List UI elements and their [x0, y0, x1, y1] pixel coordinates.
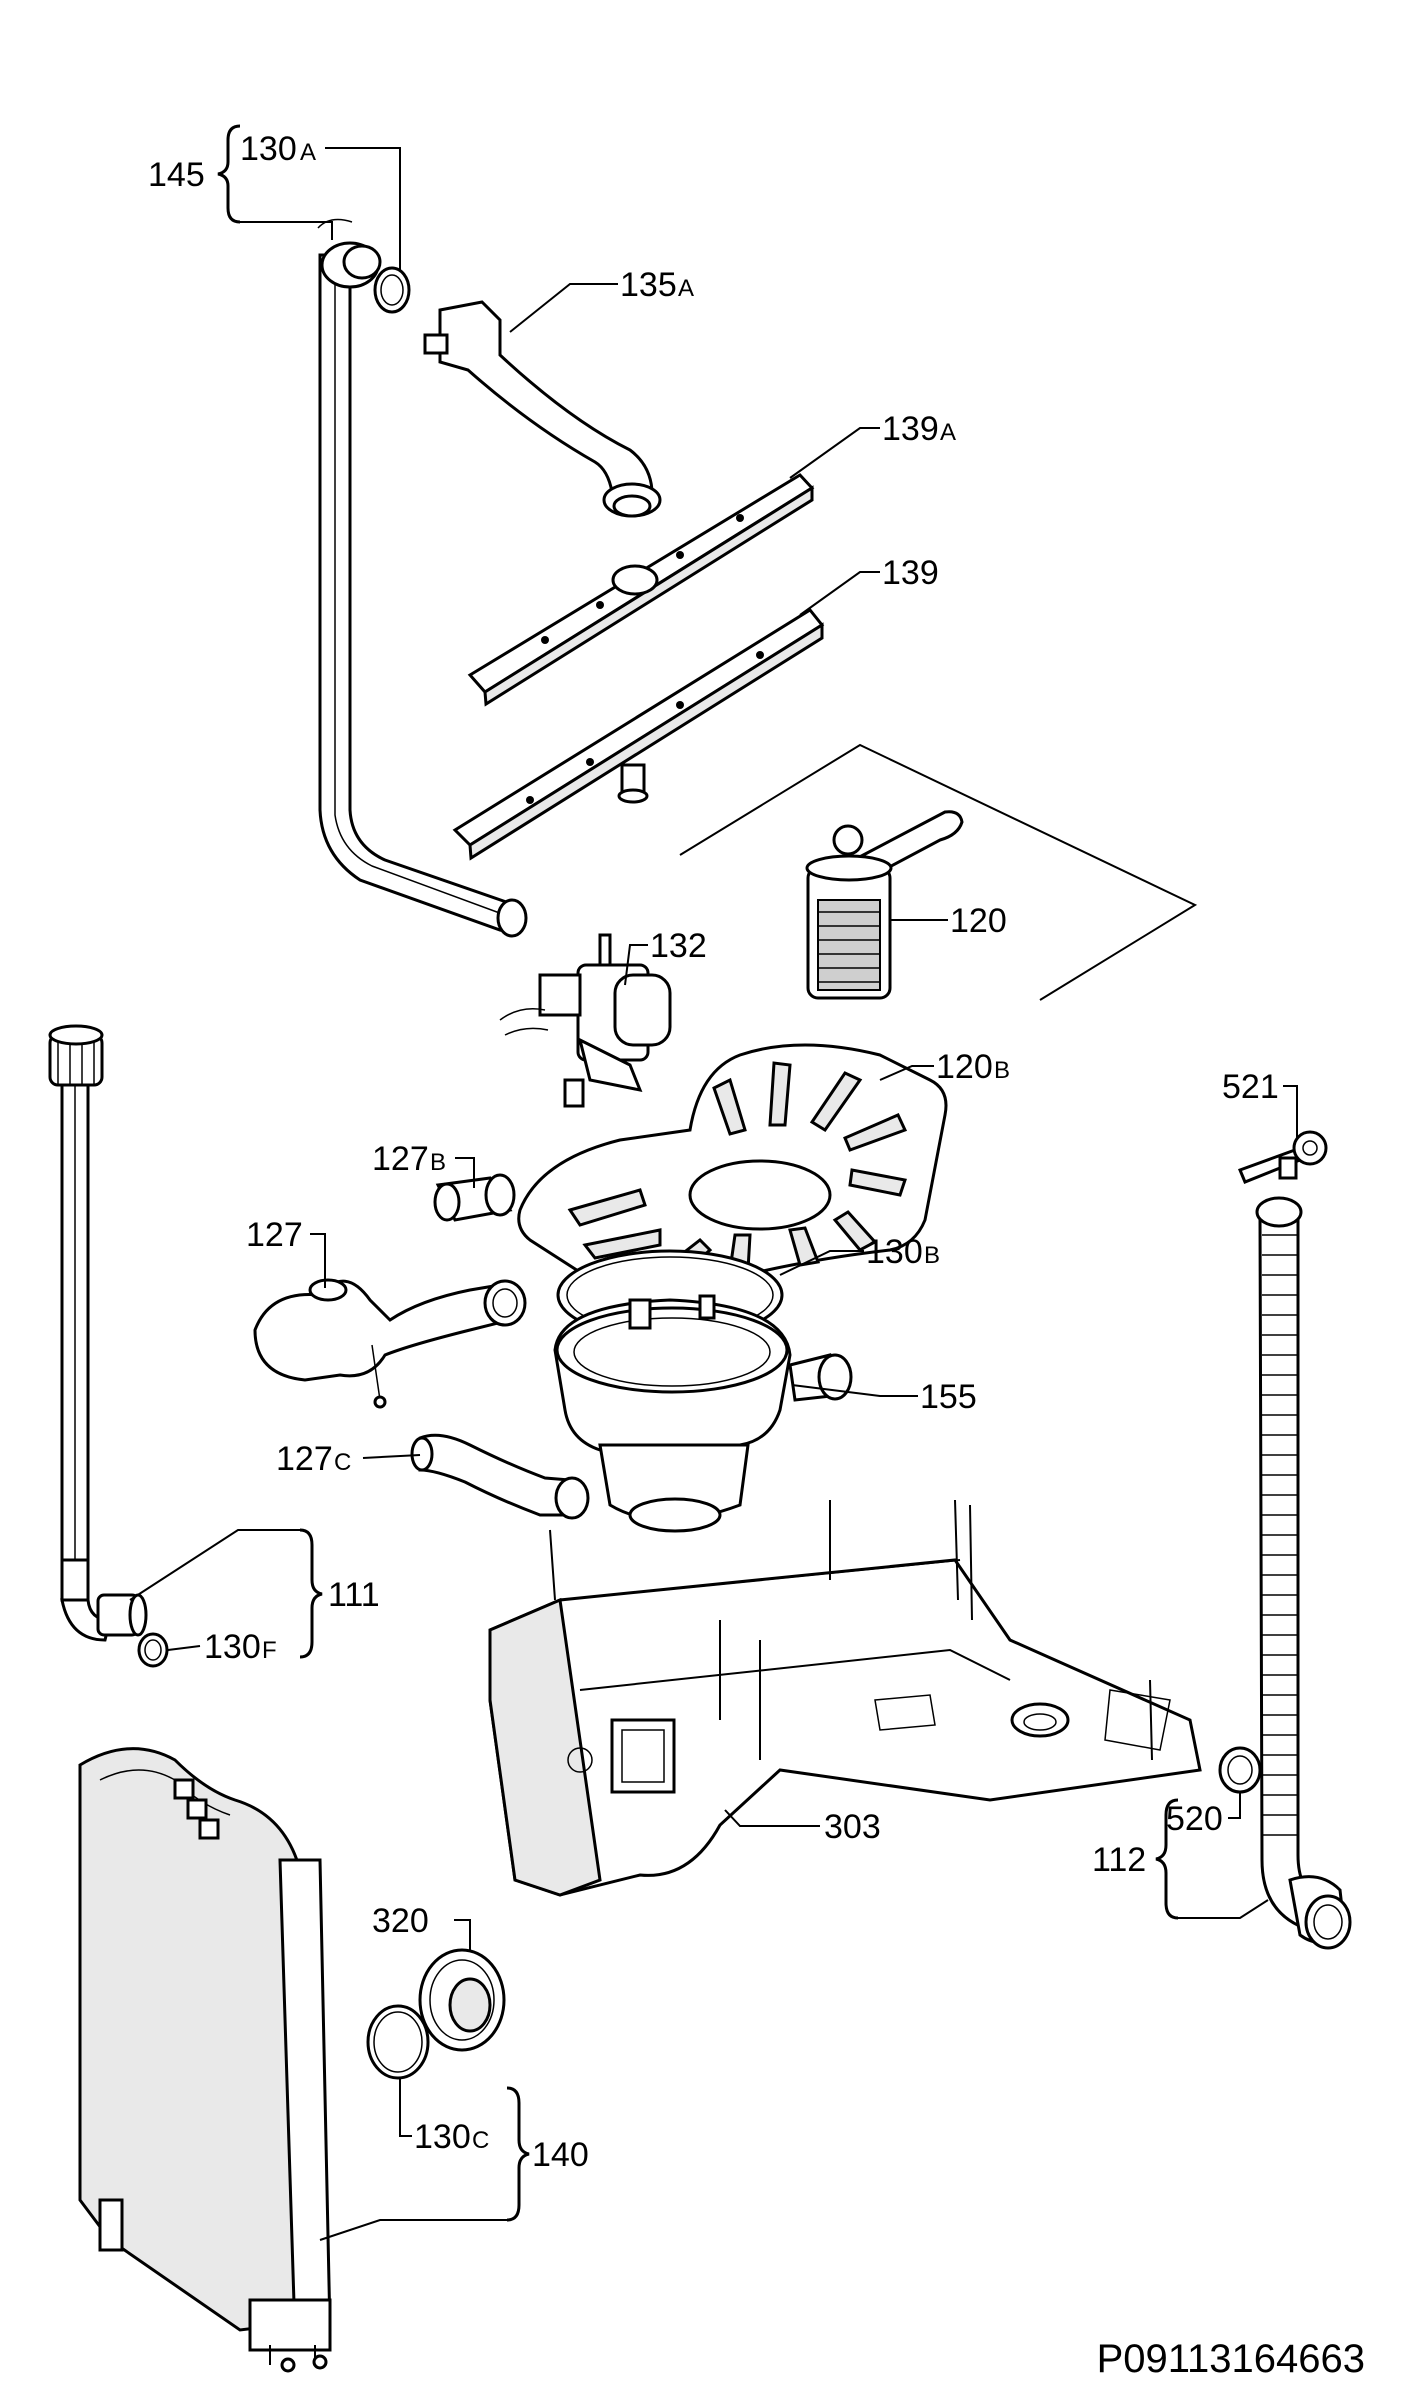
- part-303-base: [488, 1499, 1202, 1897]
- label-120: 120: [950, 902, 1007, 940]
- brace-111: [299, 1528, 323, 1659]
- part-112-drain-hose: [1255, 1196, 1352, 1950]
- label-130A-suffix: A: [300, 139, 316, 166]
- label-130B: 130: [866, 1233, 923, 1271]
- leader-145: [240, 221, 333, 240]
- part-130C-ring: [366, 2004, 430, 2080]
- leader-127: [310, 1233, 326, 1288]
- part-520-grommet: [1218, 1746, 1262, 1794]
- label-140: 140: [532, 2136, 589, 2174]
- label-155: 155: [920, 1378, 977, 1416]
- part-145-supply-tube: [317, 218, 528, 938]
- leader-130F: [167, 1645, 201, 1651]
- leader-520: [1228, 1793, 1241, 1819]
- label-112: 112: [1092, 1841, 1146, 1879]
- label-139: 139: [882, 554, 939, 592]
- label-139A-suffix: A: [940, 419, 956, 446]
- brace-145: [217, 124, 241, 224]
- label-127B: 127: [372, 1140, 429, 1178]
- leader-303: [724, 1809, 820, 1827]
- label-320: 320: [372, 1902, 429, 1940]
- label-130A: 130: [240, 130, 297, 168]
- label-130F: 130: [204, 1628, 261, 1666]
- label-130C-suffix: C: [472, 2127, 489, 2154]
- brace-140: [506, 2086, 530, 2222]
- label-127C: 127: [276, 1440, 333, 1478]
- part-132-diverter: [499, 933, 672, 1108]
- leader-127C: [362, 1454, 421, 1459]
- leader-130C: [399, 2078, 412, 2137]
- label-130F-suffix: F: [262, 1637, 277, 1664]
- label-130B-suffix: B: [924, 1242, 940, 1269]
- label-303: 303: [824, 1808, 881, 1846]
- part-155-sump: [553, 1294, 853, 1533]
- filter-region-outline: [679, 743, 1198, 1001]
- label-120B: 120: [936, 1048, 993, 1086]
- leader-127B: [455, 1157, 475, 1188]
- part-135A-spray-pipe: [423, 300, 662, 518]
- part-111-inlet-hose: [48, 1024, 148, 1642]
- part-521-clip: [1238, 1130, 1328, 1184]
- leader-140: [319, 2219, 507, 2241]
- leader-111: [129, 1529, 300, 1601]
- part-139A-spray-arm: [467, 473, 815, 707]
- label-111: 111: [328, 1576, 380, 1614]
- leader-139A: [789, 427, 880, 479]
- part-320-seal: [418, 1948, 506, 2052]
- part-120B-filter-plate: [517, 1043, 948, 1305]
- label-135A-suffix: A: [678, 275, 694, 302]
- leader-155: [791, 1384, 918, 1397]
- part-127B-hose: [433, 1173, 516, 1222]
- leader-521: [1283, 1085, 1298, 1140]
- leader-135A: [509, 283, 618, 333]
- leader-lines: [129, 124, 1298, 2241]
- label-521: 521: [1222, 1068, 1279, 1106]
- label-120B-suffix: B: [994, 1057, 1010, 1084]
- leader-139: [799, 571, 880, 616]
- label-145: 145: [148, 156, 205, 194]
- part-130F-washer: [137, 1632, 169, 1668]
- leader-112: [1178, 1899, 1269, 1919]
- part-127-hose: [253, 1278, 527, 1409]
- label-127B-suffix: B: [430, 1149, 446, 1176]
- part-139-spray-arm: [452, 608, 825, 861]
- brace-112: [1155, 1798, 1179, 1920]
- part-120-filter: [805, 810, 964, 1000]
- leader-120B: [879, 1065, 934, 1081]
- leader-130A: [325, 147, 401, 270]
- leader-132: [624, 944, 648, 986]
- label-132: 132: [650, 927, 707, 965]
- leader-130B: [779, 1250, 864, 1276]
- part-127C-hose: [410, 1433, 590, 1520]
- label-127: 127: [246, 1216, 303, 1254]
- label-130C: 130: [414, 2118, 471, 2156]
- part-labels: 145 130 A 135 A 139 A 139 120 132 120 B …: [148, 130, 1279, 2174]
- label-139A: 139: [882, 410, 939, 448]
- label-127C-suffix: C: [334, 1449, 351, 1476]
- drawing-code: P09113164663: [1097, 2337, 1365, 2381]
- label-135A: 135: [620, 266, 677, 304]
- label-520: 520: [1166, 1800, 1223, 1838]
- part-130A-seal-ring: [373, 266, 411, 314]
- part-140-side-duct: [78, 1747, 332, 2373]
- leader-320: [454, 1919, 471, 1952]
